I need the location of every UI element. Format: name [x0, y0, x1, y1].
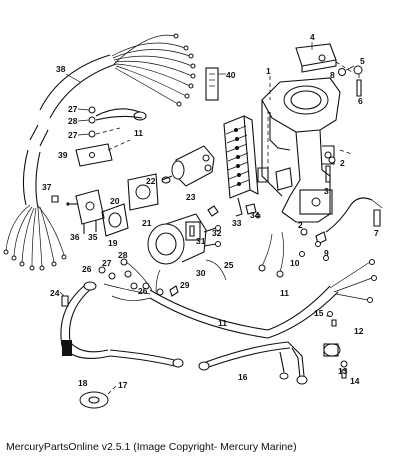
callout-33: 33: [232, 218, 242, 228]
wiring-harness-11: [103, 197, 383, 339]
wire-harness-38: [3, 33, 196, 271]
callout-20: 20: [110, 196, 120, 206]
callout-1: 1: [266, 66, 271, 76]
battery-cable-left: [60, 281, 184, 368]
callout-29: 29: [180, 280, 190, 290]
callout-19: 19: [108, 238, 118, 248]
decal-40: [205, 67, 226, 101]
callout-40: 40: [226, 70, 236, 80]
callout-36: 36: [70, 232, 80, 242]
callout-8: 8: [330, 70, 335, 80]
callout-12: 12: [354, 326, 364, 336]
callout-9: 9: [324, 248, 329, 258]
callout-28b: 28: [118, 250, 128, 260]
callout-2b: 2: [298, 220, 303, 230]
callout-2a: 2: [340, 158, 345, 168]
callout-26b: 26: [138, 286, 148, 296]
mounting-bracket: [257, 76, 353, 223]
misc-screws: [51, 195, 381, 307]
callout-34: 34: [250, 210, 260, 220]
callout-38: 38: [56, 64, 66, 74]
callout-39: 39: [58, 150, 68, 160]
callout-28a: 28: [68, 116, 78, 126]
fuse-holder-12: [323, 311, 348, 379]
callout-16: 16: [238, 372, 248, 382]
callout-11a: 11: [134, 128, 143, 138]
grommet-18: [79, 383, 119, 409]
harness-fan-top: [111, 33, 196, 107]
ignition-switch-23: [161, 145, 215, 187]
mounting-plate-21: [127, 173, 159, 211]
hardware-31-32-34: [189, 203, 261, 281]
callout-7: 7: [374, 228, 379, 238]
callout-4: 4: [310, 32, 315, 42]
callout-37: 37: [42, 182, 52, 192]
rectifier-35: [66, 189, 105, 234]
switch-bracket-4: [295, 43, 363, 97]
battery-cable-16: [198, 341, 308, 385]
callout-15: 15: [314, 308, 324, 318]
callout-23: 23: [186, 192, 196, 202]
callout-18: 18: [78, 378, 88, 388]
callout-3: 3: [324, 186, 329, 196]
callout-27c: 27: [102, 258, 112, 268]
screws-2-3: [300, 156, 336, 245]
callout-11b: 11: [218, 318, 227, 328]
callout-6: 6: [358, 96, 363, 106]
leader-lines: [59, 42, 355, 317]
callout-22: 22: [146, 176, 156, 186]
callout-13: 13: [338, 366, 348, 376]
callout-27b: 27: [68, 130, 78, 140]
callout-32: 32: [212, 228, 222, 238]
terminal-block-33: [223, 115, 259, 217]
callout-35: 35: [88, 232, 98, 242]
callout-31: 31: [196, 236, 206, 246]
callout-10: 10: [290, 258, 300, 268]
callout-26a: 26: [82, 264, 92, 274]
harness-fan-left: [3, 204, 67, 271]
callout-14: 14: [350, 376, 360, 386]
bracket-19: [101, 203, 129, 237]
image-caption: MercuryPartsOnline v2.5.1 (Image Copyrig…: [6, 441, 297, 453]
callout-27a: 27: [68, 104, 78, 114]
callout-11c: 11: [280, 288, 289, 298]
exploded-parts-diagram: 38 40 4 1 8 5 6 27 28 27 11 39 2 3 22 23…: [3, 32, 383, 409]
callout-30: 30: [196, 268, 206, 278]
callout-17: 17: [118, 380, 128, 390]
bracket-39: [75, 139, 131, 167]
callout-21: 21: [142, 218, 152, 228]
callout-labels: 38 40 4 1 8 5 6 27 28 27 11 39 2 3 22 23…: [42, 32, 379, 390]
callout-5: 5: [360, 56, 365, 66]
callout-25: 25: [224, 260, 234, 270]
starter-solenoid-30: [147, 213, 221, 265]
callout-24: 24: [50, 288, 60, 298]
nuts-26-27-28: [98, 258, 164, 296]
